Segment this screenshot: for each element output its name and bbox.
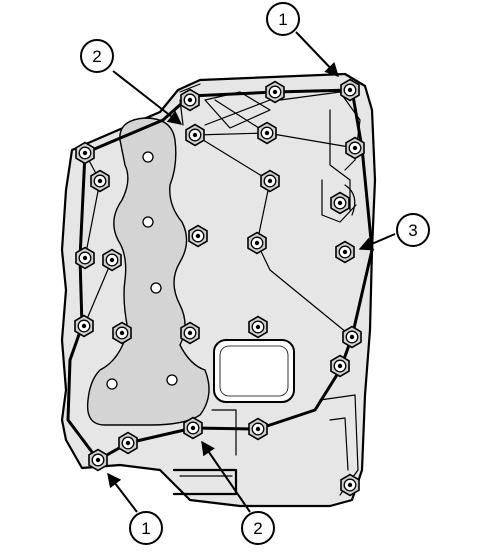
leader-lines <box>107 31 396 513</box>
leader-line-1-bottom <box>107 472 138 513</box>
callout-1-bottom: 1 <box>129 511 163 545</box>
callout-1-top: 1 <box>266 2 300 36</box>
bolt <box>345 136 365 160</box>
bolt <box>340 473 360 497</box>
bolt <box>185 123 205 147</box>
callout-3: 3 <box>396 213 430 247</box>
bolt <box>248 417 268 441</box>
bolt <box>247 231 267 255</box>
bolt <box>248 315 268 339</box>
leader-line-2-bottom <box>201 440 251 513</box>
callout-1-top-label: 1 <box>278 10 287 29</box>
bolt <box>74 314 94 338</box>
bolt <box>340 78 360 102</box>
bolt <box>118 431 138 455</box>
leader-line-1-top <box>295 31 339 78</box>
leader-line-3 <box>358 233 396 251</box>
bolt <box>260 169 280 193</box>
upper-rib-section <box>179 83 361 211</box>
valve-body-housing <box>60 72 377 508</box>
bolt <box>90 169 110 193</box>
bolt <box>335 240 355 264</box>
bolt <box>330 191 350 215</box>
callout-2-top: 2 <box>80 39 114 73</box>
bolt <box>112 321 132 345</box>
bolt <box>265 80 285 104</box>
bolt <box>75 246 95 270</box>
bolt <box>188 224 208 248</box>
callout-2-top-label: 2 <box>92 47 101 66</box>
bolt <box>102 248 122 272</box>
leader-line-2-top <box>112 70 183 125</box>
callouts: 1 2 3 1 2 <box>80 2 430 545</box>
callout-3-label: 3 <box>408 221 417 240</box>
bolt <box>257 121 277 145</box>
bottom-slot <box>172 409 238 496</box>
accumulator-passage <box>86 117 210 426</box>
bolt <box>180 88 200 112</box>
callout-2-bottom-label: 2 <box>253 519 262 538</box>
bolt <box>342 325 362 349</box>
bolt <box>75 141 95 165</box>
rectangular-window <box>213 339 295 403</box>
bolt <box>330 354 350 378</box>
bolt <box>180 321 200 345</box>
bolt <box>88 448 108 472</box>
callout-1-bottom-label: 1 <box>141 519 150 538</box>
bolt <box>183 416 203 440</box>
callout-2-bottom: 2 <box>241 511 275 545</box>
